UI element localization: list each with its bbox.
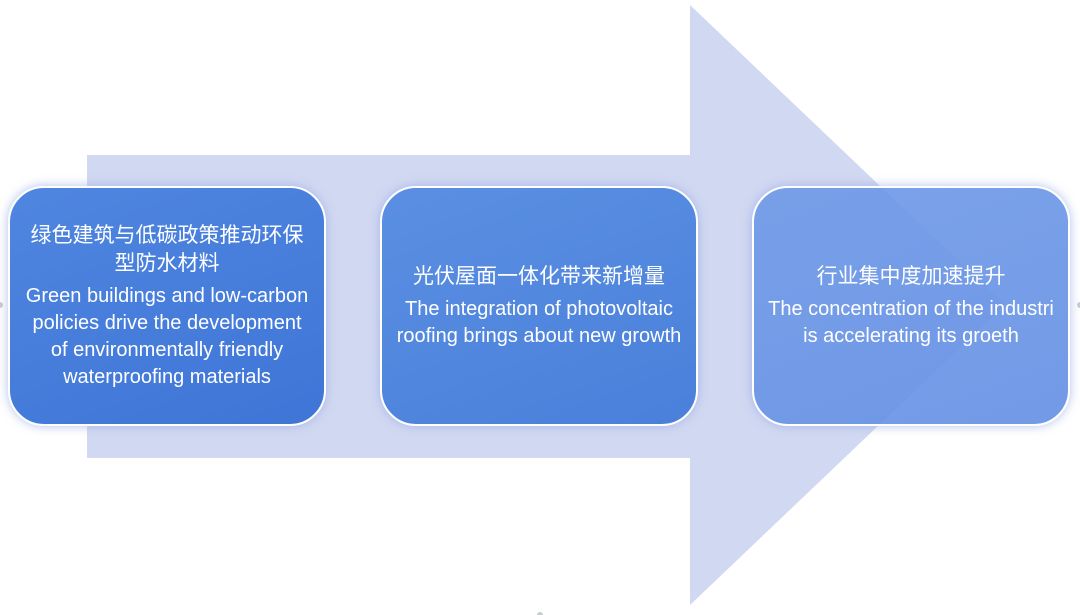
bottom-edge-dot bbox=[537, 612, 543, 615]
right-edge-dot bbox=[1077, 302, 1080, 308]
step-1-text-en: Green buildings and low-carbon policies … bbox=[25, 285, 309, 388]
step-3-text-en: The concentration of the industri is acc… bbox=[768, 298, 1054, 347]
left-edge-dot bbox=[0, 302, 3, 308]
step-2-text-en: The integration of photovoltaic roofing … bbox=[396, 298, 682, 347]
step-2-title-zh: 光伏屋面一体化带来新增量 bbox=[413, 264, 665, 288]
step-3-title-zh: 行业集中度加速提升 bbox=[816, 264, 1006, 288]
step-card-1: 绿色建筑与低碳政策推动环保型防水材料 Green buildings and l… bbox=[8, 186, 326, 426]
step-1-title-zh: 绿色建筑与低碳政策推动环保型防水材料 bbox=[30, 223, 304, 275]
step-card-2: 光伏屋面一体化带来新增量 The integration of photovol… bbox=[380, 186, 698, 426]
step-card-3: 行业集中度加速提升 The concentration of the indus… bbox=[752, 186, 1070, 426]
